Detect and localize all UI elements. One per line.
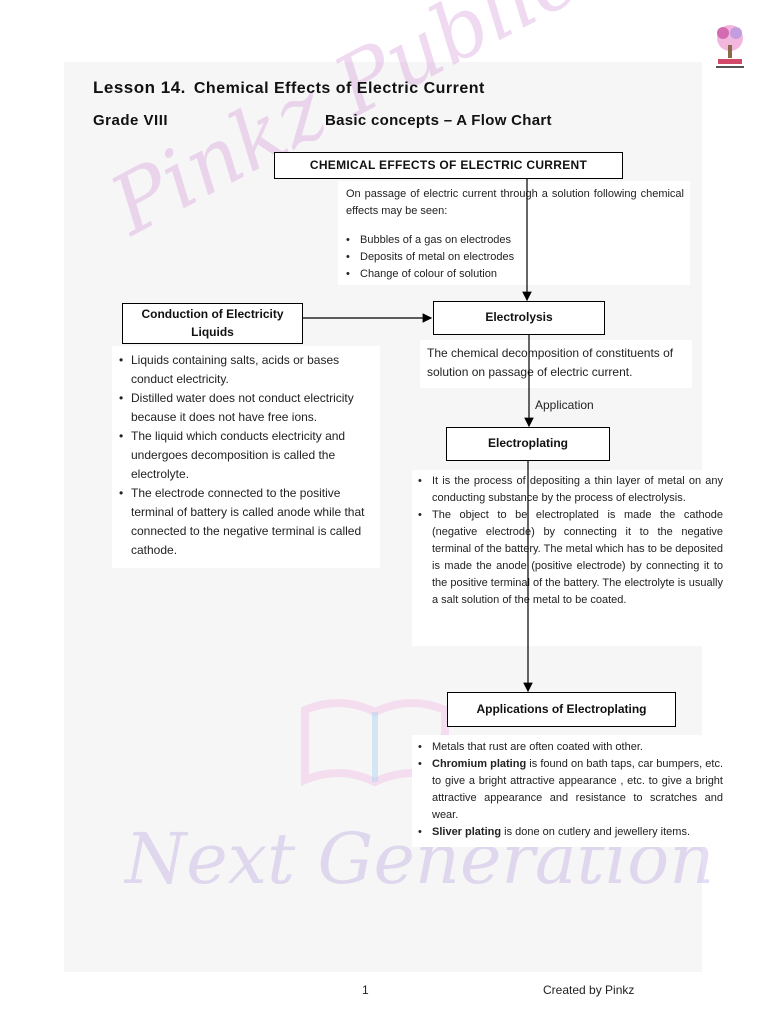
box-electroplating: Electroplating xyxy=(446,427,610,461)
grade-label: Grade VIII xyxy=(93,112,169,129)
box-electrolysis: Electrolysis xyxy=(433,301,605,335)
list-item: Deposits of metal on electrodes xyxy=(344,249,544,266)
list-item: Distilled water does not conduct electri… xyxy=(117,389,379,427)
lesson-heading: Lesson 14. Chemical Effects of Electric C… xyxy=(93,78,485,98)
school-logo-icon xyxy=(716,25,744,68)
list-item: The electrode connected to the positive … xyxy=(117,484,379,560)
electroplating-list: It is the process of depositing a thin l… xyxy=(416,473,723,609)
list-item: The object to be electroplated is made t… xyxy=(416,507,723,609)
list-item: Liquids containing salts, acids or bases… xyxy=(117,351,379,389)
list-item: The liquid which conducts electricity an… xyxy=(117,427,379,484)
electrolysis-definition: The chemical decomposition of constituen… xyxy=(427,346,674,379)
box-applications: Applications of Electroplating xyxy=(447,692,676,727)
footer-credit: Created by Pinkz xyxy=(543,983,635,997)
electrolysis-background xyxy=(420,340,692,388)
lesson-title: Chemical Effects of Electric Current xyxy=(193,80,485,97)
intro-text: On passage of electric current through a… xyxy=(346,188,684,217)
intro-list: Bubbles of a gas on electrodes Deposits … xyxy=(344,232,544,283)
page-number: 1 xyxy=(362,983,369,997)
list-item: Metals that rust are often coated with o… xyxy=(416,739,723,756)
list-item: Bubbles of a gas on electrodes xyxy=(344,232,544,249)
lesson-number: Lesson 14. xyxy=(93,78,186,97)
applications-list: Metals that rust are often coated with o… xyxy=(416,739,723,841)
list-item: Chromium plating is found on bath taps, … xyxy=(416,756,723,824)
list-item: It is the process of depositing a thin l… xyxy=(416,473,723,507)
conduction-list: Liquids containing salts, acids or bases… xyxy=(117,351,379,560)
list-item: Change of colour of solution xyxy=(344,266,544,283)
list-item: Sliver plating is done on cutlery and je… xyxy=(416,824,723,841)
box-conduction: Conduction of Electricity Liquids xyxy=(122,303,303,344)
page-subtitle: Basic concepts – A Flow Chart xyxy=(325,112,552,129)
box-chemical-effects: CHEMICAL EFFECTS OF ELECTRIC CURRENT xyxy=(274,152,623,179)
application-label: Application xyxy=(535,398,594,412)
